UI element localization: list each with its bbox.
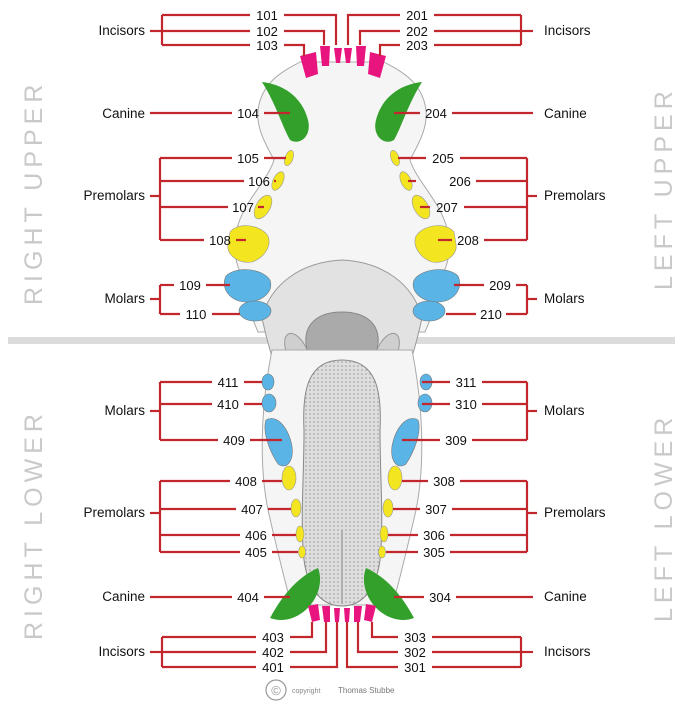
group-label-lu-premolars: Premolars — [544, 188, 606, 203]
group-label-ru-premolars: Premolars — [83, 188, 145, 203]
tooth-number-307: 307 — [425, 502, 447, 517]
copyright-small-text: copyright — [292, 688, 320, 695]
tooth-308 — [388, 466, 402, 490]
tooth-number-210: 210 — [480, 307, 502, 322]
tooth-number-311: 311 — [456, 375, 477, 390]
tooth-number-106: 106 — [248, 174, 270, 189]
tooth-number-309: 309 — [445, 433, 467, 448]
tooth-number-408: 408 — [235, 474, 257, 489]
tooth-number-205: 205 — [432, 151, 454, 166]
side-label-left-upper: LEFT UPPER — [650, 86, 678, 290]
tooth-number-203: 203 — [406, 38, 428, 53]
tooth-number-302: 302 — [404, 645, 426, 660]
tooth-number-102: 102 — [256, 24, 278, 39]
side-label-left-lower: LEFT LOWER — [650, 413, 678, 622]
tooth-number-201: 201 — [406, 8, 428, 23]
lower-incisors — [308, 604, 376, 622]
group-label-lu-canine: Canine — [544, 106, 587, 121]
group-label-ru-incisors: Incisors — [98, 23, 145, 38]
tooth-number-304: 304 — [429, 590, 451, 605]
tooth-number-209: 209 — [489, 278, 511, 293]
copyright-icon: © — [271, 683, 281, 698]
side-label-right-upper: RIGHT UPPER — [20, 80, 48, 305]
side-label-right-lower: RIGHT LOWER — [20, 409, 48, 640]
tooth-number-404: 404 — [237, 590, 259, 605]
tooth-number-107: 107 — [232, 200, 254, 215]
tooth-401 — [334, 608, 340, 622]
group-label-rl-canine: Canine — [102, 589, 145, 604]
tooth-306 — [380, 526, 388, 542]
tooth-number-110: 110 — [186, 307, 207, 322]
tooth-number-206: 206 — [449, 174, 471, 189]
tooth-410 — [262, 394, 276, 412]
group-label-lu-molars: Molars — [544, 291, 585, 306]
group-label-ll-canine: Canine — [544, 589, 587, 604]
tooth-405 — [299, 546, 306, 558]
tooth-101 — [334, 48, 342, 63]
copyright-credit: © copyright Thomas Stubbe — [266, 680, 395, 700]
tooth-402 — [322, 606, 330, 622]
tooth-number-104: 104 — [237, 106, 259, 121]
tooth-number-105: 105 — [237, 151, 259, 166]
tooth-301 — [344, 608, 350, 622]
tooth-305 — [379, 546, 386, 558]
tooth-number-411: 411 — [218, 375, 239, 390]
tooth-number-306: 306 — [423, 528, 445, 543]
group-label-ll-incisors: Incisors — [544, 644, 591, 659]
tooth-number-108: 108 — [209, 233, 231, 248]
tooth-407 — [291, 499, 301, 517]
tooth-number-208: 208 — [457, 233, 479, 248]
group-label-rl-molars: Molars — [104, 403, 145, 418]
tooth-number-403: 403 — [262, 630, 284, 645]
group-label-rl-premolars: Premolars — [83, 505, 145, 520]
tooth-number-202: 202 — [406, 24, 428, 39]
tooth-209 — [413, 270, 460, 302]
tooth-number-303: 303 — [404, 630, 426, 645]
tooth-number-301: 301 — [404, 660, 426, 675]
group-label-ru-molars: Molars — [104, 291, 145, 306]
tooth-number-305: 305 — [423, 545, 445, 560]
tooth-number-207: 207 — [436, 200, 458, 215]
tooth-408 — [282, 466, 296, 490]
tooth-number-402: 402 — [262, 645, 284, 660]
tooth-number-407: 407 — [241, 502, 263, 517]
tooth-number-103: 103 — [256, 38, 278, 53]
tooth-number-308: 308 — [433, 474, 455, 489]
copyright-author: Thomas Stubbe — [338, 686, 395, 695]
tooth-number-401: 401 — [262, 660, 284, 675]
tooth-number-101: 101 — [256, 8, 278, 23]
tooth-number-109: 109 — [179, 278, 201, 293]
tooth-number-410: 410 — [217, 397, 239, 412]
tooth-307 — [383, 499, 393, 517]
tooth-number-406: 406 — [245, 528, 267, 543]
group-label-ll-premolars: Premolars — [544, 505, 606, 520]
tooth-109 — [224, 270, 271, 302]
tooth-411 — [262, 374, 274, 390]
tooth-303 — [364, 604, 376, 622]
tooth-110 — [239, 301, 271, 321]
tooth-302 — [354, 606, 362, 622]
group-label-ru-canine: Canine — [102, 106, 145, 121]
tooth-406 — [296, 526, 304, 542]
group-label-rl-incisors: Incisors — [98, 644, 145, 659]
tooth-210 — [413, 301, 445, 321]
tooth-number-204: 204 — [425, 106, 447, 121]
tooth-number-405: 405 — [245, 545, 267, 560]
tooth-201 — [344, 48, 352, 63]
group-label-ll-molars: Molars — [544, 403, 585, 418]
tooth-403 — [308, 604, 320, 622]
tooth-number-310: 310 — [455, 397, 477, 412]
tooth-number-409: 409 — [223, 433, 245, 448]
group-label-lu-incisors: Incisors — [544, 23, 591, 38]
